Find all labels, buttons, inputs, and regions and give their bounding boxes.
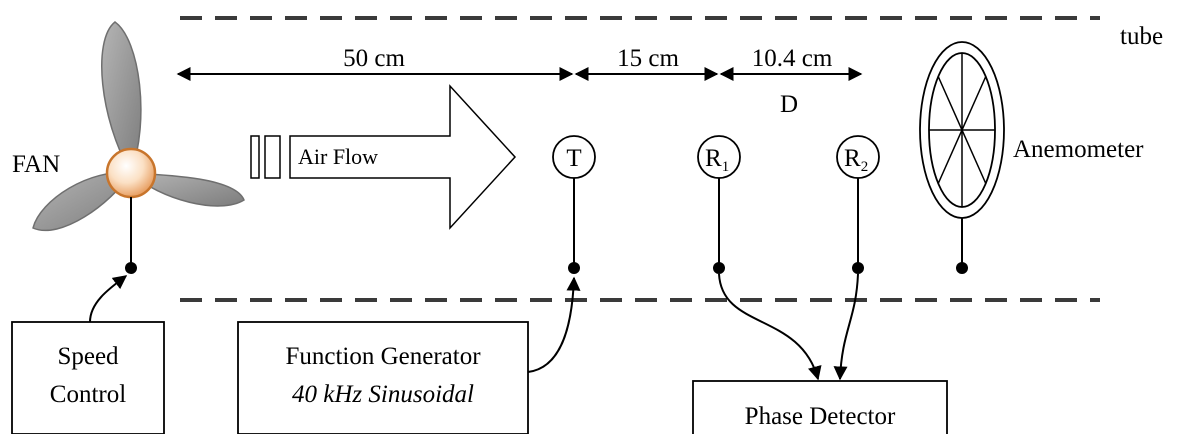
dimension-label-15cm: 15 cm bbox=[617, 45, 679, 72]
fan-terminal bbox=[125, 262, 137, 274]
receiver-1-to-phase-detector bbox=[718, 273, 822, 381]
air-flow-bars-icon bbox=[250, 135, 281, 179]
fan-icon bbox=[32, 21, 245, 232]
anemometer-label: Anemometer bbox=[1013, 136, 1144, 163]
speed-control-line-1: Speed bbox=[57, 343, 119, 370]
transmitter-terminal bbox=[568, 262, 580, 274]
dimension-label-10-4cm: 10.4 cm bbox=[752, 45, 833, 72]
phase-detector-box bbox=[692, 380, 948, 434]
transmitter-label: T bbox=[566, 145, 581, 172]
speed-control-box bbox=[11, 321, 165, 434]
air-flow-arrow bbox=[289, 84, 517, 230]
function-generator-line-2: 40 kHz Sinusoidal bbox=[292, 381, 474, 408]
function-generator-box bbox=[237, 321, 529, 434]
dimension-label-50cm: 50 cm bbox=[343, 45, 405, 72]
receiver-2-to-phase-detector bbox=[833, 273, 859, 381]
function-generator-line-1: Function Generator bbox=[285, 343, 481, 370]
receiver-2-label: R2 bbox=[844, 145, 868, 175]
anemometer-icon bbox=[919, 41, 1005, 219]
receiver-2-terminal bbox=[852, 262, 864, 274]
speed-control-line-2: Control bbox=[50, 381, 126, 408]
function-generator-connector bbox=[527, 276, 581, 373]
fan-label: FAN bbox=[12, 151, 60, 178]
phase-detector-label: Phase Detector bbox=[745, 403, 896, 430]
receiver-1-terminal bbox=[713, 262, 725, 274]
distance-d-label: D bbox=[780, 91, 798, 118]
anemometer-terminal bbox=[956, 262, 968, 274]
tube-label: tube bbox=[1120, 23, 1163, 50]
speed-control-connector bbox=[89, 275, 128, 323]
air-flow-label: Air Flow bbox=[298, 144, 378, 169]
receiver-1-label: R1 bbox=[705, 145, 729, 175]
